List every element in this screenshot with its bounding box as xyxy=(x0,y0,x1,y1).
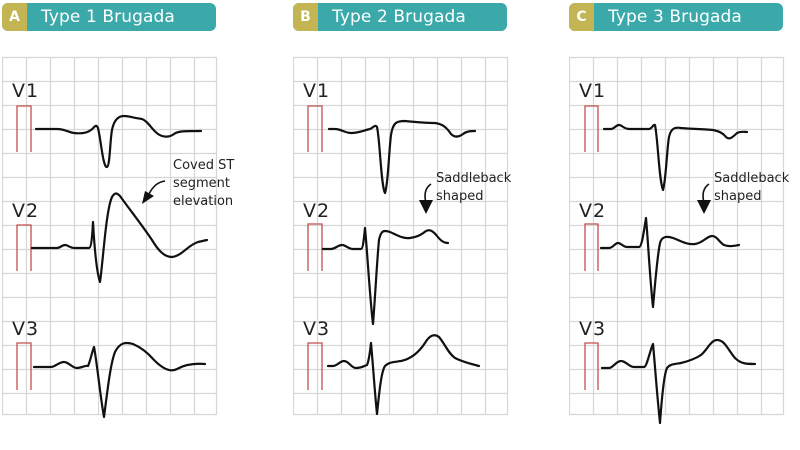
lead-label-v3: V3 xyxy=(579,318,607,340)
lead-label-v3: V3 xyxy=(303,318,331,340)
panel-letter-badge: A xyxy=(2,3,27,31)
lead-label-v1: V1 xyxy=(12,80,40,102)
lead-label-v3: V3 xyxy=(12,318,40,340)
panel-letter-badge: B xyxy=(293,3,318,31)
panel-type-2: B Type 2 Brugada V1 V2 V3 Saddleback sh xyxy=(293,0,512,450)
panel-title: Type 2 Brugada xyxy=(332,7,466,27)
annotation-text: Saddleback shaped xyxy=(714,171,790,204)
panel-header: B Type 2 Brugada xyxy=(293,3,507,31)
lead-label-v2: V2 xyxy=(579,200,607,222)
ecg-grid-and-traces xyxy=(293,56,509,416)
ecg-grid xyxy=(2,56,218,416)
ecg-traces xyxy=(30,114,209,419)
panel-header: C Type 3 Brugada xyxy=(569,3,783,31)
panel-letter-badge: C xyxy=(569,3,594,31)
calibration-pulses xyxy=(307,105,323,390)
calibration-pulses xyxy=(16,105,32,390)
panel-header: A Type 1 Brugada xyxy=(2,3,216,31)
panel-title: Type 3 Brugada xyxy=(608,7,742,27)
ecg-grid-and-traces xyxy=(2,56,218,419)
annotation-arrow xyxy=(142,180,166,204)
lead-label-v2: V2 xyxy=(12,200,40,222)
lead-label-v1: V1 xyxy=(579,80,607,102)
panel-type-3: C Type 3 Brugada V1 V2 V3 Saddleback sh xyxy=(569,0,789,450)
calibration-pulses xyxy=(584,105,599,390)
annotation-arrow xyxy=(419,183,433,214)
annotation-text: Coved ST segment elevation xyxy=(173,158,235,209)
ecg-grid xyxy=(569,56,785,416)
panel-title: Type 1 Brugada xyxy=(41,7,175,27)
ecg-grid-and-traces xyxy=(569,56,785,425)
lead-label-v1: V1 xyxy=(303,80,331,102)
panel-type-1: A Type 1 Brugada V1 V2 V3 Coved ST xyxy=(2,0,234,450)
lead-label-v2: V2 xyxy=(303,200,331,222)
ecg-traces xyxy=(321,119,481,416)
annotation-arrow xyxy=(697,183,711,214)
ecg-traces xyxy=(599,123,757,425)
annotation-text: Saddleback shaped xyxy=(436,171,512,204)
